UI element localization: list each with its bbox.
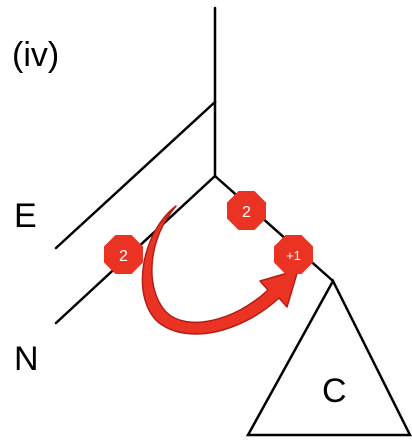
leaf-label-n: N xyxy=(14,340,39,378)
edge-to-e xyxy=(54,100,217,250)
badge-top: 2 xyxy=(227,191,266,230)
badge-top-octagon xyxy=(227,191,266,230)
edge-to-c xyxy=(213,174,335,283)
tree-edges xyxy=(54,6,412,437)
badge-top-text: 2 xyxy=(242,204,251,221)
badge-bottom-right: +1 xyxy=(274,235,313,274)
move-arrow-body xyxy=(141,205,299,335)
badge-left-text: 2 xyxy=(119,248,128,265)
subtree-label-c: C xyxy=(322,372,347,410)
leaf-label-e: E xyxy=(14,197,37,235)
subtree-c-triangle xyxy=(245,278,412,437)
badge-left-octagon xyxy=(104,235,143,274)
badge-left: 2 xyxy=(104,235,143,274)
badge-bottom-right-text: +1 xyxy=(286,248,301,263)
move-arrow xyxy=(141,205,299,335)
badge-bottom-right-octagon xyxy=(274,235,313,274)
panel-label: (iv) xyxy=(12,36,59,74)
